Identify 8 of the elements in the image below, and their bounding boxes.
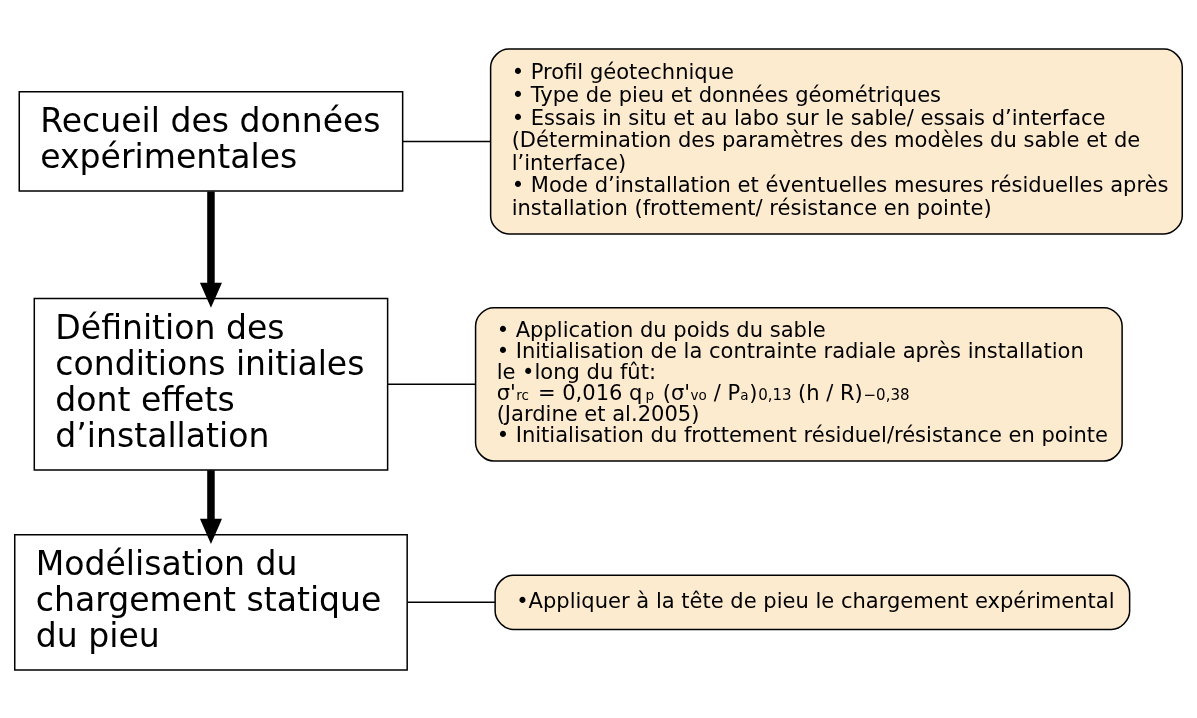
- node-box: Définition des conditions initiales dont effets d’installation: [33, 297, 389, 471]
- connector: [387, 383, 477, 385]
- connector: [402, 140, 492, 142]
- connector: [406, 601, 496, 603]
- node-box: •Appliquer à la tête de pieu le chargement expérimental: [494, 574, 1131, 630]
- node-box: • Profil géotechnique • Type de pieu et données géométriques • Essais in situ et au labo sur le sable/ essais d’interface (Détermination des paramètres des modèles du sable et de l’interface) • Mode d’installation et éventuelles mesures résiduelles après installation (frottement/ résistance en pointe): [489, 47, 1183, 235]
- node-box: Recueil des données expérimentales: [18, 90, 404, 192]
- node-box: Modélisation du chargement statique du pieu: [14, 533, 408, 671]
